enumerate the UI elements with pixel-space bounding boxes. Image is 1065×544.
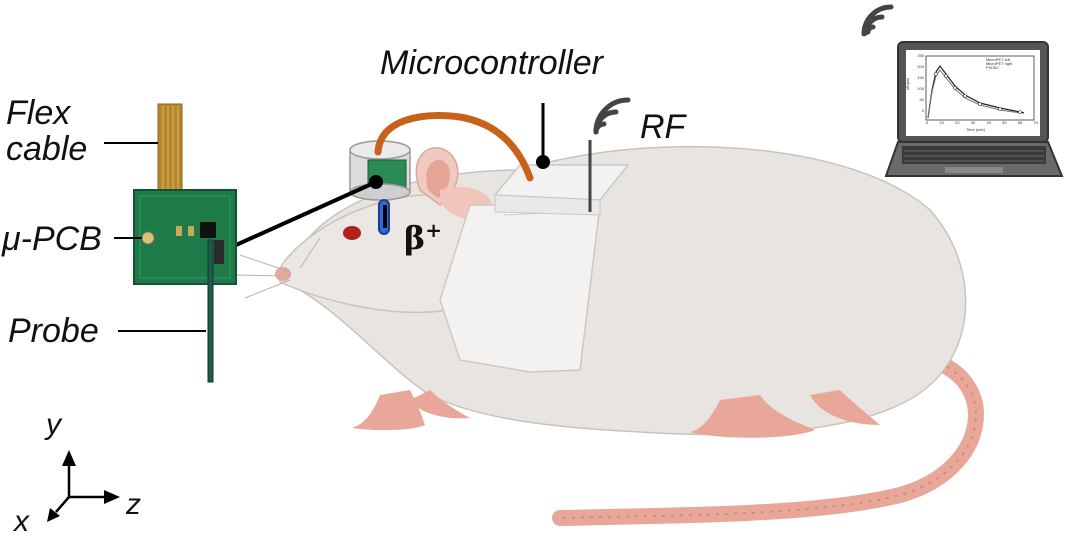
laptop-plot-text: kBq/ml 250 200 150 100 50 0 0 10 20 30 4…: [906, 50, 1040, 136]
axis-label-y: y: [46, 408, 61, 442]
plot-x-axis-label: Time (min): [966, 128, 985, 132]
plot-legend-item: PIXSIC: [986, 66, 1012, 70]
plot-x-tick: 70: [1033, 121, 1037, 125]
plot-x-tick: 30: [971, 121, 975, 125]
label-beta-plus: β+: [404, 218, 442, 257]
beta-symbol: β: [404, 219, 425, 257]
plot-x-tick: 40: [986, 121, 990, 125]
plot-x-tick: 50: [1002, 121, 1006, 125]
plot-x-tick: 10: [939, 121, 943, 125]
plot-x-tick: 20: [955, 121, 959, 125]
rf-signal-icon: [596, 100, 628, 132]
label-probe: Probe: [8, 312, 99, 350]
label-flex-cable-line2: cable: [6, 130, 87, 168]
wifi-icon: [864, 7, 891, 34]
label-flex-cable-line1: Flex: [6, 94, 70, 132]
axis-label-z: z: [126, 488, 141, 522]
label-rf: RF: [640, 108, 685, 146]
plot-x-tick: 60: [1018, 121, 1022, 125]
beta-charge: +: [425, 218, 442, 242]
pcb-device: [104, 104, 236, 382]
label-pcb: μ-PCB: [2, 220, 102, 258]
plot-y-tick: 0: [914, 109, 924, 120]
plot-legend: MicroPET left MicroPET right PIXSIC: [986, 58, 1012, 70]
rat-illustration: [236, 147, 976, 518]
plot-x-ticks: 0 10 20 30 40 50 60 70: [926, 121, 1038, 125]
axis-label-x: x: [14, 505, 29, 539]
axes-indicator: [47, 450, 120, 522]
label-microcontroller: Microcontroller: [380, 44, 603, 82]
plot-y-ticks: 250 200 150 100 50 0: [914, 54, 924, 120]
plot-y-axis-label: kBq/ml: [906, 78, 910, 90]
plot-x-tick: 0: [926, 121, 928, 125]
